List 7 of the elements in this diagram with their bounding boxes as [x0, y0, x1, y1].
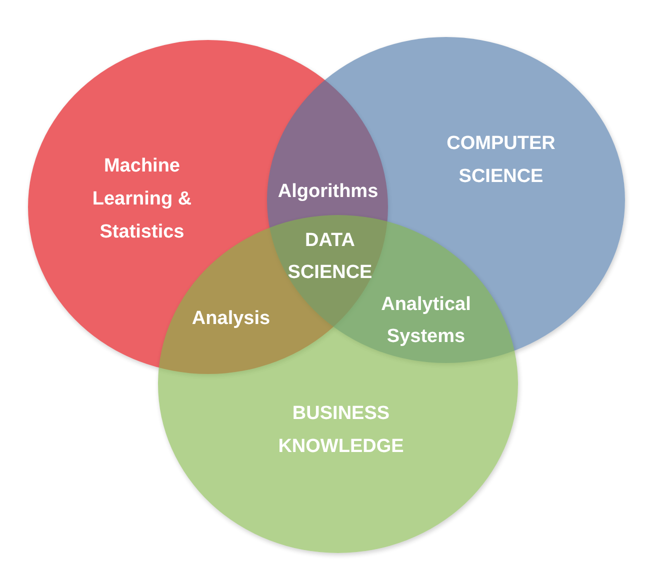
region-label: DATA SCIENCE [286, 229, 374, 285]
circle-label: COMPUTER SCIENCE [446, 132, 556, 189]
circle-label: Machine Learning & Statistics [91, 154, 193, 244]
circle-label: BUSINESS KNOWLEDGE [277, 402, 405, 459]
region-label: Algorithms [276, 180, 380, 204]
region-label: Analytical Systems [380, 293, 472, 349]
region-label: Analysis [190, 307, 272, 331]
